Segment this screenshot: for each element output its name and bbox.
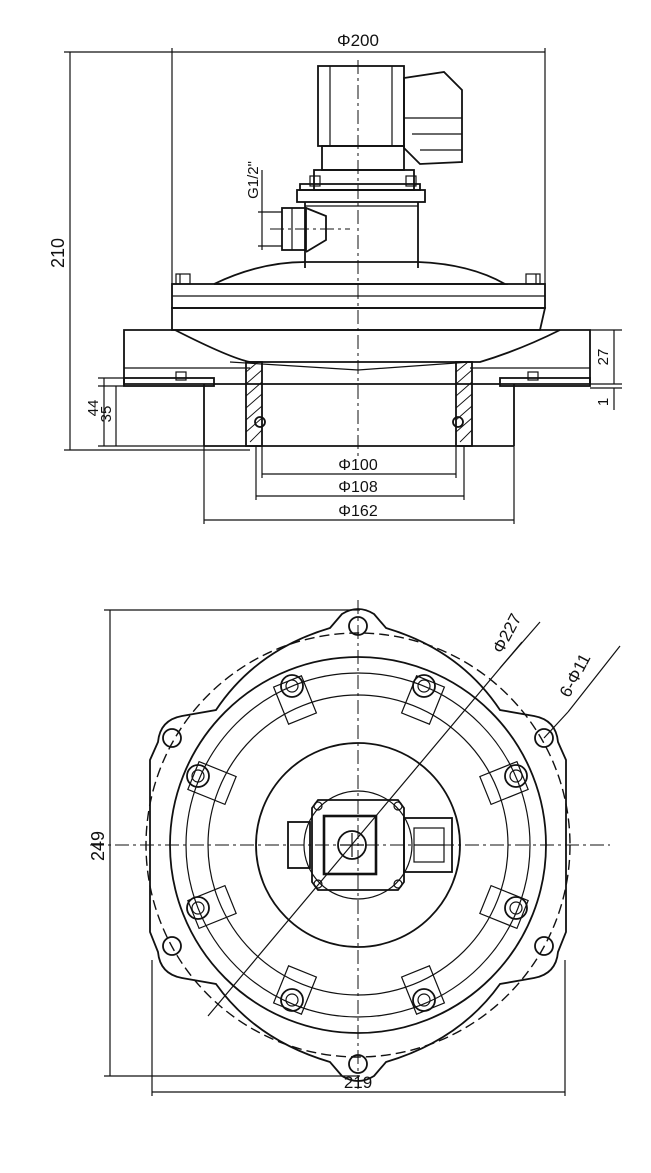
label-1: 1 xyxy=(595,398,612,406)
flange-outline xyxy=(149,608,567,1082)
label-holes: 6-Φ11 xyxy=(556,651,595,701)
label-27: 27 xyxy=(595,349,612,366)
label-phi200: Φ200 xyxy=(337,31,379,50)
label-35: 35 xyxy=(98,406,115,423)
label-249: 249 xyxy=(88,831,108,861)
outlet-wall-right xyxy=(455,361,473,447)
label-44: 44 xyxy=(85,400,102,417)
dome-cover xyxy=(213,261,509,285)
label-phi100: Φ100 xyxy=(338,457,378,474)
label-phi162: Φ162 xyxy=(338,503,378,520)
label-phi108: Φ108 xyxy=(338,479,378,496)
label-phi227: Φ227 xyxy=(489,610,525,656)
label-g12: G1/2" xyxy=(245,161,262,199)
side-view: Φ200 210 G1/2" xyxy=(48,31,622,524)
mounting-plate xyxy=(123,329,591,385)
label-210: 210 xyxy=(48,238,68,268)
cover-bolts xyxy=(186,674,529,1015)
solenoid-coil xyxy=(317,65,405,147)
top-view: 249 219 xyxy=(88,600,621,1096)
outlet-wall-left xyxy=(245,361,263,447)
leader-holes xyxy=(567,645,621,713)
leader-phi227 xyxy=(207,641,523,1017)
